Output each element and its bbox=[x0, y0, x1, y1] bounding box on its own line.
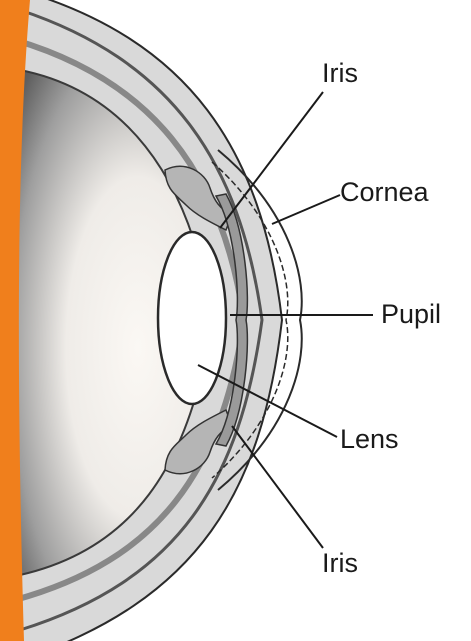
leader-cornea bbox=[272, 195, 340, 224]
label-lens: Lens bbox=[340, 424, 399, 454]
lens-shape bbox=[158, 232, 226, 404]
label-pupil: Pupil bbox=[381, 299, 441, 329]
label-iris-bottom: Iris bbox=[322, 548, 358, 578]
label-cornea: Cornea bbox=[340, 177, 430, 207]
leader-iris-bottom bbox=[232, 426, 323, 548]
label-iris-top: Iris bbox=[322, 58, 358, 88]
